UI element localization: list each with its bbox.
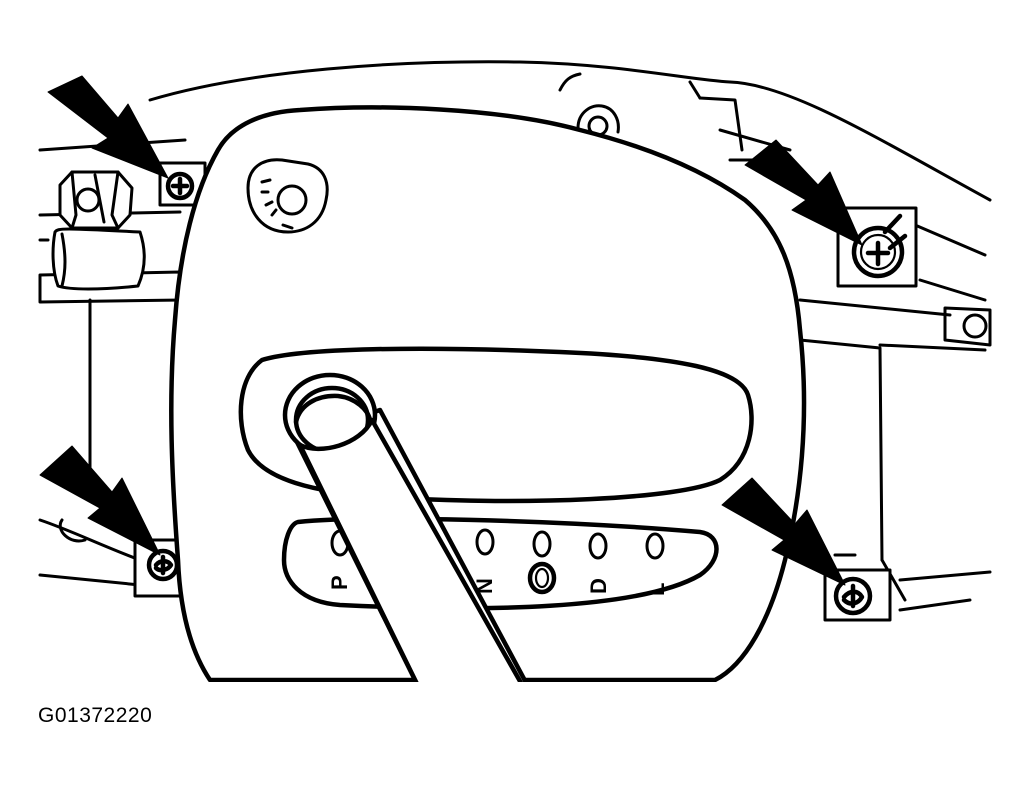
figure-id-label: G01372220	[38, 704, 153, 727]
gear-label-p: P	[327, 575, 352, 590]
bezel-clip	[246, 158, 329, 234]
arrow-top-right	[744, 139, 863, 246]
gear-label-d: D	[586, 578, 611, 594]
gear-label-l: L	[644, 583, 669, 596]
arrow-top-left	[47, 75, 169, 179]
hex-bolt	[58, 170, 134, 230]
hose-clamp	[38, 227, 146, 291]
arrow-bottom-left	[39, 445, 161, 556]
shift-lever	[282, 372, 533, 693]
arrow-bottom-right	[721, 477, 846, 586]
